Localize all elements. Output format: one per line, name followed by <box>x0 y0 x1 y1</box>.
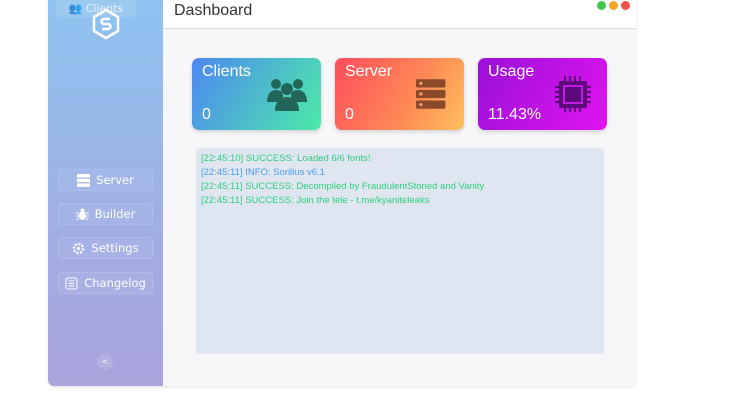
cpu-icon <box>555 76 591 112</box>
close-button[interactable] <box>621 1 630 10</box>
sidebar-item-changelog[interactable]: Changelog <box>58 272 153 294</box>
app-window: 👥 Clients Server Builder Settings Change… <box>48 0 636 386</box>
log-line: [22:45:10] SUCCESS: Loaded 6/6 fonts! <box>201 153 371 164</box>
sidebar: 👥 Clients Server Builder Settings Change… <box>48 0 163 386</box>
server-icon <box>77 173 91 187</box>
log-line: [22:45:11] SUCCESS: Join the tele - t.me… <box>201 195 430 206</box>
sidebar-item-builder[interactable]: Builder <box>58 203 153 225</box>
sidebar-item-clients[interactable]: 👥 Clients <box>56 0 136 17</box>
log-line: [22:45:11] INFO: Sorillus v6.1 <box>201 167 325 178</box>
logo-icon <box>92 8 120 40</box>
server-card: Server 0 <box>335 58 464 130</box>
users-icon: 👥 <box>68 2 83 15</box>
clients-card: Clients 0 <box>192 58 321 130</box>
usage-card: Usage 11.43% <box>478 58 607 130</box>
list-icon <box>65 277 78 289</box>
users-icon <box>267 79 307 111</box>
minimize-button[interactable] <box>609 1 618 10</box>
sidebar-item-server[interactable]: Server <box>58 169 153 191</box>
maximize-button[interactable] <box>597 1 606 10</box>
header: Dashboard <box>163 0 636 29</box>
log-console: [22:45:10] SUCCESS: Loaded 6/6 fonts! [2… <box>196 148 604 354</box>
sidebar-item-settings[interactable]: Settings <box>58 237 153 259</box>
log-line: [22:45:11] SUCCESS: Decompiled by Fraudu… <box>201 181 485 192</box>
window-controls <box>597 1 630 10</box>
server-icon <box>416 79 446 109</box>
collapse-sidebar-button[interactable]: < <box>97 354 113 370</box>
bug-icon <box>75 208 89 220</box>
page-title: Dashboard <box>174 2 253 19</box>
gear-icon <box>73 242 85 254</box>
